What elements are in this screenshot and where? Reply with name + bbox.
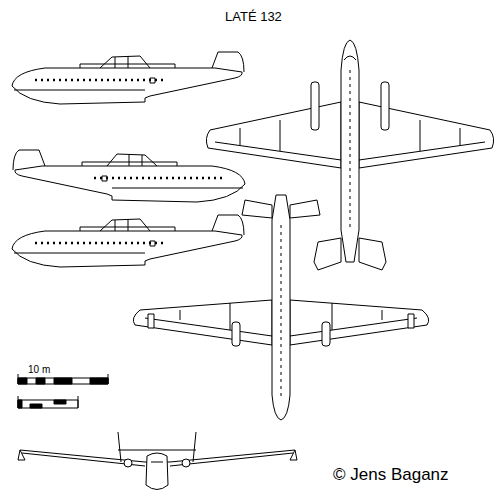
top-view-stroke [359,238,386,270]
scale-bar-stroke [54,400,66,404]
front-view [18,432,297,490]
scale-bar-stroke [36,378,45,384]
side-view-lower [12,215,244,267]
top-view [206,40,493,270]
bottom-view [133,195,428,420]
front-view-stroke [146,453,168,490]
bottom-view-stroke [272,195,290,420]
drawing-title: LATÉ 132 [225,10,282,24]
top-view-stroke [359,102,494,168]
bottom-view-stroke [148,314,154,328]
copyright-note: © Jens Baganz [333,466,449,485]
scale-bar-stroke [18,378,27,384]
front-view-stroke [182,459,190,467]
scale-bar-stroke [18,374,108,384]
top-view-stroke [344,56,356,60]
top-view-stroke [311,82,319,130]
top-view-stroke [314,238,341,270]
front-view-stroke [151,462,163,463]
scale-bar-stroke [90,378,108,384]
side-view-left [12,52,244,104]
scale-bar-stroke [54,378,72,384]
scale-bar-stroke [18,400,22,408]
top-view-stroke [341,40,359,262]
bottom-view-stroke [290,200,320,218]
top-view-stroke [381,82,389,130]
bottom-view-stroke [281,225,282,400]
scale-bar-stroke [18,378,108,384]
top-view-stroke [350,70,351,230]
scale-label: 10 m [28,364,50,375]
scale-bar-stroke [18,400,78,408]
bottom-view-stroke [290,300,429,345]
bottom-view-stroke [232,322,240,346]
bottom-view-stroke [408,314,414,328]
bottom-view-stroke [242,200,272,218]
bottom-view-stroke [322,322,330,346]
scale-bar-stroke [18,396,78,408]
top-view-stroke [206,102,341,168]
bottom-view-stroke [133,300,272,345]
side-view-right [13,150,245,202]
scale-bar-stroke [30,404,42,408]
front-view-stroke [124,459,132,467]
scale-bar [18,374,108,408]
